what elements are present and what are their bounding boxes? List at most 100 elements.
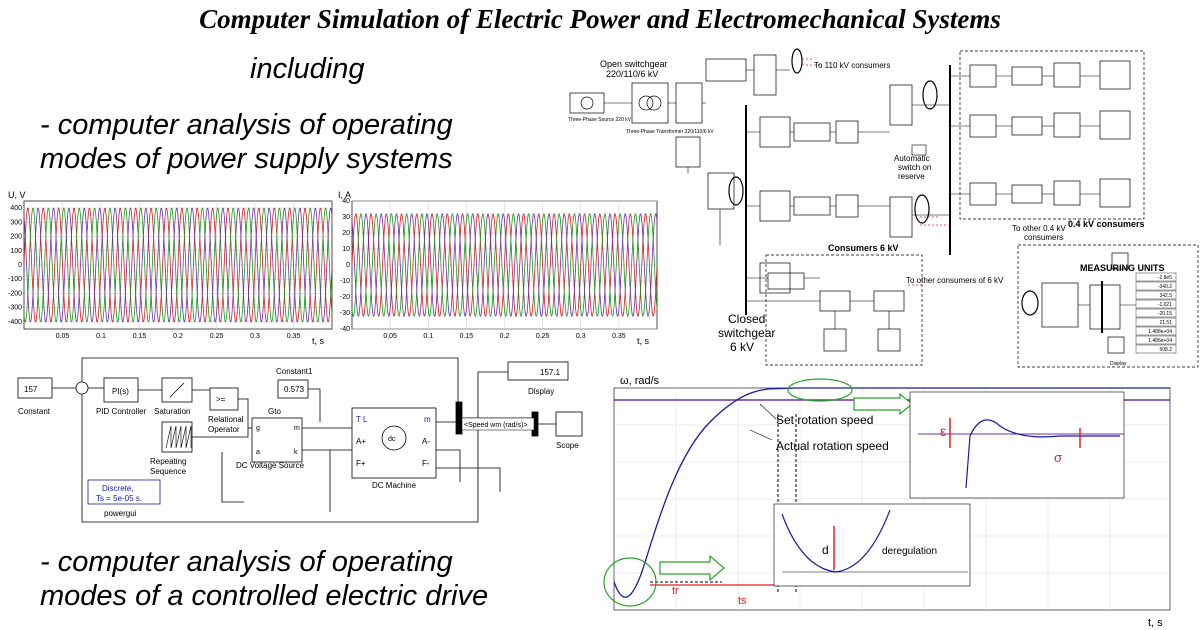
auto-switch-label: switch on xyxy=(898,163,931,172)
bullet-power-supply: - computer analysis of operating modes o… xyxy=(40,108,453,176)
bullet-line: modes of a controlled electric drive xyxy=(40,580,489,612)
speed-plot: ω, rad/s Set rotation speed Actual rotat… xyxy=(600,372,1200,630)
actual-speed-line xyxy=(613,387,1170,598)
svg-text:k: k xyxy=(294,449,298,456)
bullet-line: - computer analysis of operating xyxy=(40,546,453,578)
current-ylabel: I, A xyxy=(338,190,351,200)
readout-value: -340.2 xyxy=(1158,284,1172,290)
y-tick-label: 100 xyxy=(10,248,22,255)
x-tick-label: 0.1 xyxy=(96,333,106,340)
svg-text:m: m xyxy=(424,415,431,424)
dc-source-label: DC Voltage Source xyxy=(236,461,305,470)
constant-label: Constant xyxy=(18,407,51,416)
phase-b-line xyxy=(23,207,333,323)
readout-value: -2.8e5 xyxy=(1158,275,1172,281)
display-label: Display xyxy=(528,387,554,396)
y-tick-label: 300 xyxy=(10,219,22,226)
readout-box xyxy=(1135,281,1177,291)
y-tick-label: -30 xyxy=(340,310,350,317)
readout-box xyxy=(1135,317,1177,327)
actual-speed-label: Actual rotation speed xyxy=(776,439,889,453)
y-tick-label: 20 xyxy=(342,230,350,237)
to-04-label: To other 0.4 kV xyxy=(1012,224,1066,233)
deregulation-label: deregulation xyxy=(882,546,937,557)
svg-text:F-: F- xyxy=(422,459,430,468)
y-tick-label: 0 xyxy=(346,262,350,269)
phase-b-line xyxy=(351,213,658,317)
to-04-label: consumers xyxy=(1024,233,1063,242)
source-label: Three-Phase Source 220 kV xyxy=(568,117,632,123)
readout-box xyxy=(1135,344,1177,354)
svg-text:A+: A+ xyxy=(356,437,366,446)
speed-port: <Speed wm (rad/s)> xyxy=(464,422,527,429)
y-tick-label: -200 xyxy=(8,290,22,297)
auto-switch-label: reserve xyxy=(898,172,925,181)
repeating-label: Repeating xyxy=(150,457,186,466)
auto-switch-label: Automatic xyxy=(894,154,930,163)
including-text: including xyxy=(250,53,365,85)
bullet-line: modes of power supply systems xyxy=(40,143,453,175)
scope-label: Scope xyxy=(556,441,579,450)
repeating-label: Sequence xyxy=(150,467,187,476)
pid-block: PI(s) xyxy=(112,387,129,396)
power-system-diagram: Open switchgear 220/110/6 kV To 110 kV c… xyxy=(560,45,1200,375)
dc-block: dc xyxy=(388,436,396,443)
x-tick-label: 0.3 xyxy=(576,333,586,340)
closed-switchgear-label: Closed xyxy=(728,312,765,326)
y-tick-label: 400 xyxy=(10,205,22,212)
svg-text:g: g xyxy=(256,425,260,432)
powergui-label: powergui xyxy=(104,509,137,518)
display-value: 157.1 xyxy=(540,368,561,377)
open-switchgear-label: Open switchgear xyxy=(600,59,668,69)
y-tick-label: -400 xyxy=(8,319,22,326)
x-tick-label: 0.15 xyxy=(460,333,474,340)
x-tick-label: 0.25 xyxy=(210,333,224,340)
transformer-label: Three-Phase Transformer 220/110/6 kV xyxy=(626,129,714,135)
phase-a-line xyxy=(23,207,333,323)
constant1-value: 0.573 xyxy=(284,385,305,394)
measuring-units-label: MEASURING UNITS xyxy=(1080,263,1165,273)
to-110-label: To 110 kV consumers xyxy=(814,61,890,70)
readout-value: -1.021 xyxy=(1158,302,1172,308)
svg-text:F+: F+ xyxy=(356,459,366,468)
speed-ylabel: ω, rad/s xyxy=(620,375,660,387)
readout-value: -20.15 xyxy=(1158,311,1172,317)
relational-label: Operator xyxy=(208,425,240,434)
readout-value: 1.486e+04 xyxy=(1148,338,1172,344)
phase-c-line xyxy=(23,207,333,323)
readout-box xyxy=(1135,335,1177,345)
display-label: Display xyxy=(1110,361,1127,367)
x-tick-label: 0.15 xyxy=(133,333,147,340)
x-tick-label: 0.35 xyxy=(612,333,626,340)
bullet-electric-drive: - computer analysis of operating modes o… xyxy=(40,545,488,613)
x-tick-label: 0.2 xyxy=(173,333,183,340)
speed-xlabel: t, s xyxy=(1148,617,1163,629)
readout-box xyxy=(1135,272,1177,282)
svg-text:A-: A- xyxy=(422,437,430,446)
voltage-ylabel: U, V xyxy=(8,190,26,200)
phase-a-line xyxy=(351,213,658,317)
dc-machine-label: DC Machine xyxy=(372,481,417,490)
readout-value: 1.488e+04 xyxy=(1148,329,1172,335)
svg-text:T L: T L xyxy=(356,415,368,424)
x-tick-label: 0.35 xyxy=(287,333,301,340)
consumers-04-label: 0.4 kV consumers xyxy=(1068,219,1145,229)
x-tick-label: 0.05 xyxy=(383,333,397,340)
y-tick-label: -300 xyxy=(8,305,22,312)
y-tick-label: -100 xyxy=(8,276,22,283)
bullet-line: - computer analysis of operating xyxy=(40,109,453,141)
readout-box xyxy=(1135,290,1177,300)
powergui-text: Discrete, xyxy=(102,484,134,493)
x-tick-label: 0.05 xyxy=(56,333,70,340)
readout-value: 21.51 xyxy=(1159,320,1172,326)
to-other-6-label: To other consumers of 6 kV xyxy=(906,276,1004,285)
saturation-label: Saturation xyxy=(154,407,190,416)
readout-box xyxy=(1135,326,1177,336)
svg-text:a: a xyxy=(256,449,260,456)
x-tick-label: 0.3 xyxy=(250,333,260,340)
y-tick-label: -10 xyxy=(340,278,350,285)
readout-value: 508.2 xyxy=(1159,347,1172,353)
gto-label: Gto xyxy=(268,407,281,416)
